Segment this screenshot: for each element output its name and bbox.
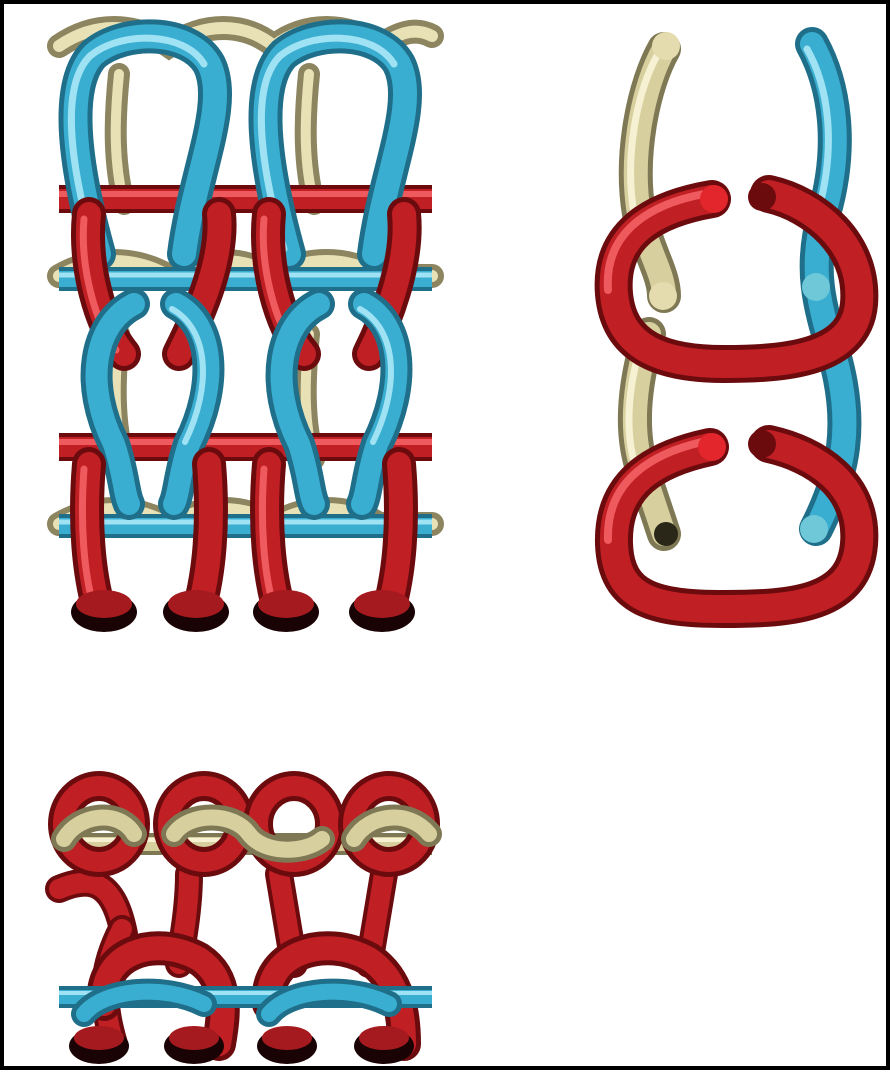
loop-ends (71, 590, 415, 632)
top-view-panel (59, 786, 432, 1064)
blue-loops-middle (97, 304, 397, 504)
side-view-panel (608, 32, 860, 609)
front-view-panel (59, 28, 432, 632)
knit-structure-figure (4, 4, 890, 1074)
